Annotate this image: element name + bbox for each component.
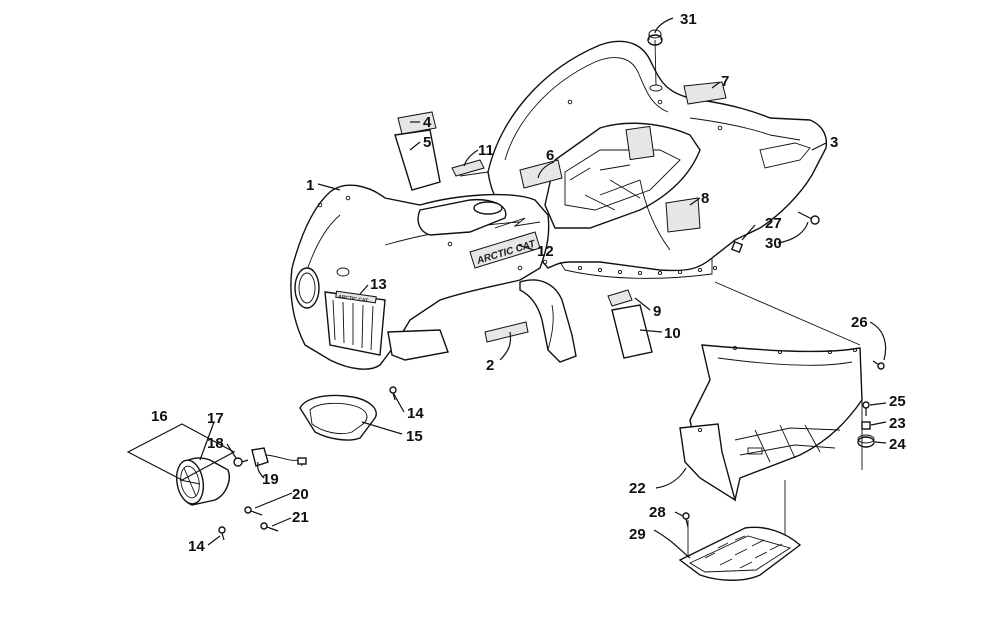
decals-4-5 [394,111,489,191]
callout-labels: 1 2 3 4 5 6 7 8 9 10 11 12 13 14 14 15 1… [151,11,906,555]
grille-badge-text: ARCTIC CAT [338,294,369,304]
callout-9: 9 [653,303,661,320]
rear-fender-body [487,29,828,279]
callout-7: 7 [721,73,729,90]
headlight-assembly [175,447,307,506]
callout-31: 31 [680,11,697,28]
callout-28: 28 [649,504,666,521]
callout-10: 10 [664,325,681,342]
callout-6: 6 [546,147,554,164]
callout-1: 1 [306,177,314,194]
callout-25: 25 [889,393,906,410]
leader-lines [126,17,887,559]
callout-16: 16 [151,408,168,425]
callout-14-right: 14 [407,405,424,422]
footwell-panel [679,344,863,502]
callout-12: 12 [537,243,554,260]
callout-27: 27 [765,215,782,232]
callout-8: 8 [701,190,709,207]
callout-14-left: 14 [188,538,205,555]
callout-20: 20 [292,486,309,503]
callout-23: 23 [889,415,906,432]
callout-19: 19 [262,471,279,488]
callout-11: 11 [478,142,494,159]
callout-13: 13 [370,276,387,293]
callout-18: 18 [207,435,224,452]
callout-24: 24 [889,436,906,453]
callout-30: 30 [765,235,782,252]
decals-9-10 [607,289,653,359]
callout-4: 4 [423,114,432,131]
callout-5: 5 [423,134,431,151]
front-fender-body [290,184,577,370]
callout-17: 17 [207,410,224,427]
callout-21: 21 [292,509,309,526]
callout-29: 29 [629,526,646,543]
callout-26: 26 [851,314,868,331]
footrest [678,526,802,581]
headlight-bezel [299,394,377,441]
callout-3: 3 [830,134,838,151]
callout-2: 2 [486,357,494,374]
callout-22: 22 [629,480,646,497]
callout-15: 15 [406,428,423,445]
